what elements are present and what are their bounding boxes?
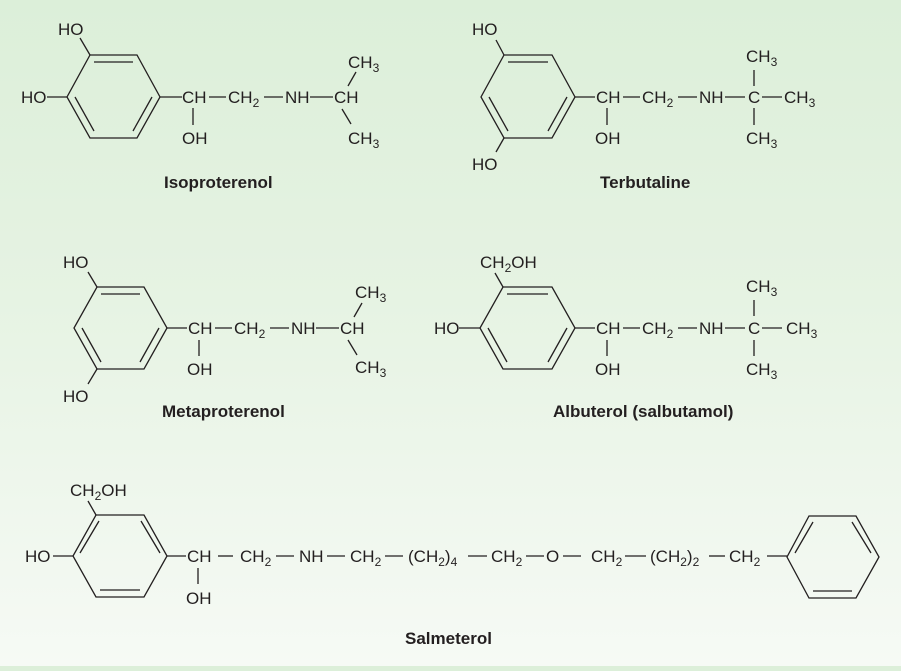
chain-ch: CH [188,319,213,338]
bond [79,37,91,56]
chain-ch3-right: CH3 [786,319,818,341]
phenyl-ring [786,515,880,599]
chain-ch2: CH2 [228,88,260,110]
compound-name: Isoproterenol [164,173,273,192]
benzene-ring [66,54,161,139]
chain-ch2: CH2 [591,547,623,569]
structure-albuterol: CH2OH HO CH OH CH2 NH C CH3 CH3 CH3 Albu… [434,253,818,421]
chain-ch2: CH2 [350,547,382,569]
compound-name: Metaproterenol [162,402,285,421]
compound-name: Salmeterol [405,629,492,648]
substituent-ho-top: HO [472,20,498,39]
branch-ch3-bottom: CH3 [348,129,380,151]
bond [495,39,505,56]
hydroxyl-oh: OH [595,129,621,148]
chain-ch: CH [596,88,621,107]
chain-ch3-right: CH3 [784,88,816,110]
bond [494,272,504,288]
chain-ch2: CH2 [729,547,761,569]
benzene-ring [479,286,576,370]
bond [347,339,358,356]
hydroxyl-oh: OH [186,589,212,608]
chain-nh: NH [699,319,724,338]
structure-terbutaline: HO HO CH OH CH2 NH C CH3 CH3 CH3 Terbuta… [472,20,816,192]
chain-ch: CH [187,547,212,566]
branch-ch3-top: CH3 [348,53,380,75]
structure-isoproterenol: HO HO CH OH CH2 NH CH CH3 CH3 Isoprotere… [21,20,380,192]
chain-ch2: CH2 [491,547,523,569]
structure-metaproterenol: HO HO CH OH CH2 NH CH CH3 CH3 Metaproter… [63,253,387,421]
chain-ch-branch: CH [340,319,365,338]
chain-ch: CH [182,88,207,107]
hydroxyl-oh: OH [182,129,208,148]
compound-name: Albuterol (salbutamol) [553,402,733,421]
hydroxyl-oh: OH [187,360,213,379]
chain-ether-o: O [546,547,559,566]
substituent-ho-top: HO [63,253,89,272]
chain-ch2-2: (CH2)2 [650,547,700,569]
benzene-ring [72,514,168,598]
benzene-ring [73,286,168,370]
chain-nh: NH [299,547,324,566]
chain-nh: NH [291,319,316,338]
bond [87,500,97,516]
structure-salmeterol: CH2OH HO CH OH CH2 NH CH2 (CH2)4 CH2 O C… [25,481,880,648]
branch-ch3-bottom: CH3 [746,360,778,382]
branch-ch3-top: CH3 [355,283,387,305]
chain-quaternary-c: C [748,88,760,107]
bond [347,71,357,87]
hydroxyl-oh: OH [595,360,621,379]
branch-ch3-bottom: CH3 [746,129,778,151]
bond [87,271,98,288]
chain-ch2: CH2 [234,319,266,341]
substituent-ho-bottom: HO [472,155,498,174]
compound-name: Terbutaline [600,173,690,192]
chain-nh: NH [699,88,724,107]
substituent-ho-bottom: HO [63,387,89,406]
chain-nh: NH [285,88,310,107]
branch-ch3-top: CH3 [746,47,778,69]
chain-ch2: CH2 [642,319,674,341]
chain-ch-branch: CH [334,88,359,107]
chain-ch2: CH2 [240,547,272,569]
bond [341,108,352,125]
bond [87,368,98,385]
substituent-ho-top: HO [58,20,84,39]
branch-ch3-bottom: CH3 [355,358,387,380]
substituent-ho-left: HO [434,319,460,338]
branch-ch3-top: CH3 [746,277,778,299]
chain-ch: CH [596,319,621,338]
chain-ch2: CH2 [642,88,674,110]
benzene-ring [480,54,576,139]
substituent-ho-left: HO [21,88,47,107]
bond [495,137,505,153]
chain-ch2-4: (CH2)4 [408,547,458,569]
substituent-ch2oh: CH2OH [480,253,537,275]
substituent-ho-left: HO [25,547,51,566]
bond [353,302,363,318]
substituent-ch2oh: CH2OH [70,481,127,503]
chain-quaternary-c: C [748,319,760,338]
